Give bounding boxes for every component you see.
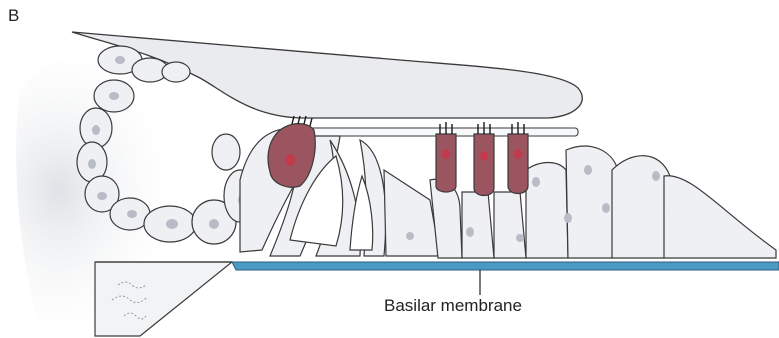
inner-hair-cell [268,116,315,187]
basilar-membrane-label: Basilar membrane [384,296,522,316]
spiral-limbus [95,262,232,336]
basilar-membrane [232,262,779,270]
